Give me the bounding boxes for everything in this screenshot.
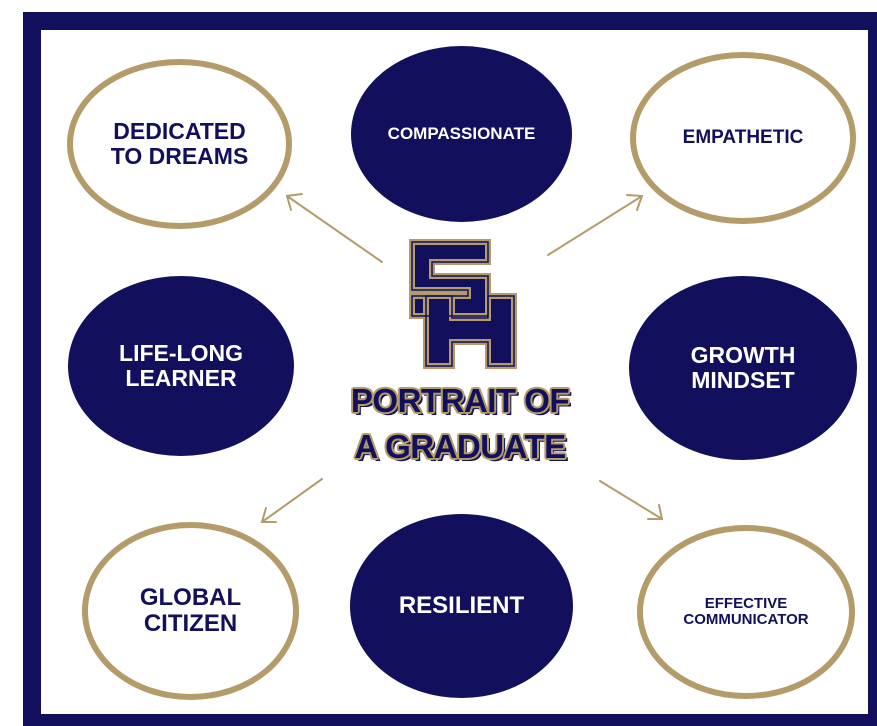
arrowhead-empathetic [626, 194, 644, 211]
trait-label: LIFE-LONG LEARNER [119, 340, 243, 391]
title-line-2: A GRADUATE [354, 428, 566, 465]
trait-compassionate: COMPASSIONATE [351, 46, 572, 222]
trait-label: GROWTH MINDSET [690, 342, 796, 393]
arrow-to-dedicated [286, 195, 383, 263]
trait-global-citizen: GLOBAL CITIZEN [82, 522, 299, 700]
arrowhead-global [260, 507, 277, 523]
arrowhead-communicator [647, 504, 664, 520]
trait-life-long-learner: LIFE-LONG LEARNER [68, 276, 294, 456]
trait-empathetic: EMPATHETIC [630, 52, 856, 224]
title-line-1: PORTRAIT OF [350, 382, 570, 419]
trait-growth-mindset: GROWTH MINDSET [629, 276, 857, 460]
arrow-to-empathetic [547, 195, 643, 256]
trait-dedicated-to-dreams: DEDICATED TO DREAMS [67, 59, 292, 229]
trait-label: RESILIENT [398, 592, 525, 620]
arrow-to-global [261, 478, 323, 523]
arrow-to-communicator [599, 480, 663, 520]
trait-label: COMPASSIONATE [387, 123, 536, 143]
trait-resilient: RESILIENT [350, 514, 573, 698]
trait-effective-communicator: EFFECTIVE COMMUNICATOR [637, 525, 855, 699]
trait-label: DEDICATED TO DREAMS [110, 118, 249, 169]
arrowhead-dedicated [285, 193, 303, 211]
trait-label: GLOBAL CITIZEN [139, 584, 242, 637]
trait-label: EFFECTIVE COMMUNICATOR [683, 594, 809, 628]
trait-label: EMPATHETIC [682, 126, 804, 148]
